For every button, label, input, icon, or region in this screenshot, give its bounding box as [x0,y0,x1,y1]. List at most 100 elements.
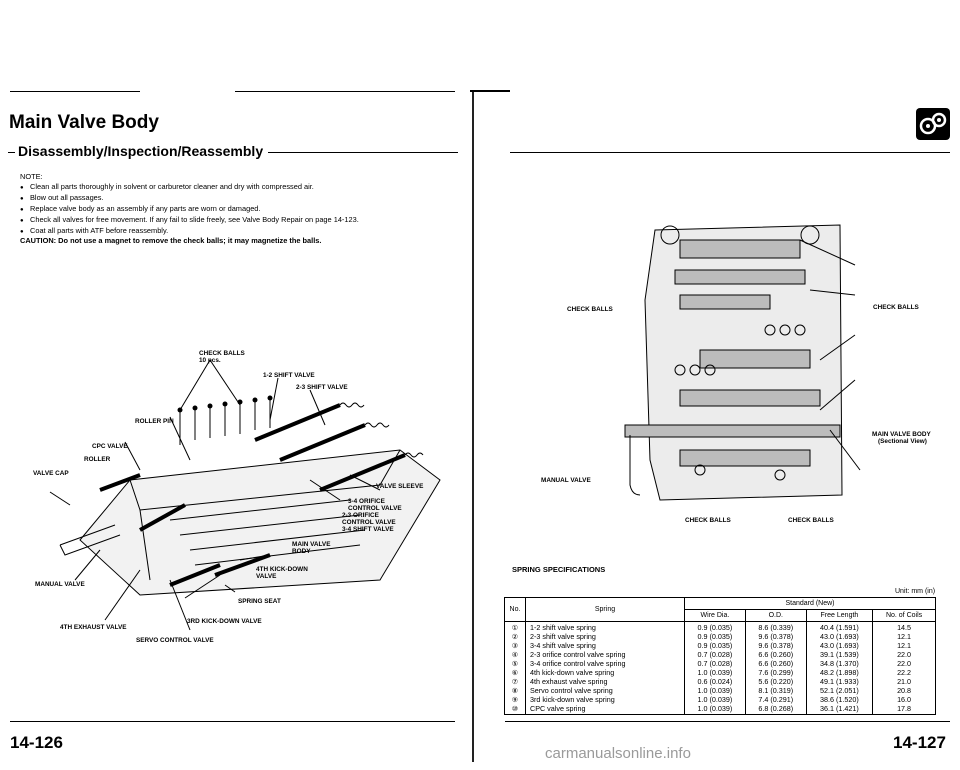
label-main-valve-body: MAIN VALVE BODY [872,431,931,438]
label-2-3-orifice: 2-3 ORIFICE [342,512,379,519]
label-valve-cap: VALVE CAP [33,470,69,477]
no-column: ① ② ③ ④ ⑤ ⑥ ⑦ ⑧ ⑨ ⑩ [504,621,526,715]
coils-value: 12.1 [897,641,912,650]
wire-dia-value: 0.7 (0.028) [697,650,733,659]
label-main-valve: MAIN VALVE [292,541,331,548]
top-rule-left [10,91,140,92]
page-title: Main Valve Body [9,112,159,133]
watermark: carmanualsonline.info [545,745,691,762]
spring-column: 1-2 shift valve spring 2-3 shift valve s… [525,621,685,715]
coils-value: 16.0 [897,695,912,704]
coils-value: 20.8 [897,686,912,695]
left-page-number: 14-126 [10,733,63,752]
od-value: 7.4 (0.291) [758,695,794,704]
row-number: ⑨ [511,695,519,704]
row-number: ⑩ [511,704,519,713]
note-block: NOTE: Clean all parts thoroughly in solv… [20,172,460,237]
label-check-balls-bottom-left: CHECK BALLS [685,517,731,524]
od-value: 9.6 (0.378) [758,641,794,650]
wire-dia-value: 0.9 (0.035) [697,641,733,650]
label-2-3-shift-valve: 2-3 SHIFT VALVE [296,384,348,391]
wire-dia-value: 1.0 (0.039) [697,704,733,713]
od-value: 5.6 (0.220) [758,677,794,686]
label-check-balls-right: CHECK BALLS [873,304,919,311]
label-4th-exhaust-valve: 4TH EXHAUST VALVE [60,624,127,631]
label-check-balls-count: 10 pcs. [199,357,221,364]
label-manual-valve-right: MANUAL VALVE [541,477,591,484]
note-list: Clean all parts thoroughly in solvent or… [20,182,460,237]
spring-name: 2-3 shift valve spring [530,632,596,641]
note-item: Replace valve body as an assembly if any… [30,204,460,215]
subtitle-rule [268,152,458,153]
label-body: BODY [292,548,311,555]
spring-name: 4th exhaust valve spring [530,677,608,686]
note-item: Blow out all passages. [30,193,460,204]
label-valve-sleeve: VALVE SLEEVE [376,483,424,490]
subtitle-rule-lead [8,152,15,153]
free-length-value: 43.0 (1.693) [820,632,859,641]
note-heading: NOTE: [20,172,43,181]
wire-dia-value: 1.0 (0.039) [697,668,733,677]
coils-value: 22.0 [897,659,912,668]
coils-value: 21.0 [897,677,912,686]
spring-name: 3rd kick-down valve spring [530,695,615,704]
top-rule-mid [235,91,455,92]
exploded-valve-body-diagram [49,359,441,631]
od-value: 6.6 (0.260) [758,659,794,668]
label-1-2-shift-valve: 1-2 SHIFT VALVE [263,372,315,379]
header-free-length: Free Length [805,609,874,622]
coils-value: 22.0 [897,650,912,659]
transmission-logo-icon [916,108,950,140]
header-od: O.D. [744,609,807,622]
wire-dia-value: 0.9 (0.035) [697,632,733,641]
label-roller: ROLLER [84,456,111,463]
header-standard: Standard (New) [684,597,936,610]
spring-spec-table: No. Spring Standard (New) Wire Dia. O.D.… [504,597,936,715]
od-value: 7.6 (0.299) [758,668,794,677]
header-wire-dia: Wire Dia. [684,609,746,622]
free-length-value: 34.8 (1.370) [820,659,859,668]
top-rule-right [470,90,510,92]
note-item: Coat all parts with ATF before reassembl… [30,226,460,237]
wire-dia-value: 0.7 (0.028) [697,659,733,668]
caution-text: CAUTION: Do not use a magnet to remove t… [20,236,322,245]
footer-rule-left [10,721,455,722]
free-length-value: 38.6 (1.520) [820,695,859,704]
row-number: ⑤ [511,659,519,668]
spring-name: CPC valve spring [530,704,586,713]
header-spring: Spring [525,597,685,622]
wire-dia-value: 1.0 (0.039) [697,686,733,695]
row-number: ② [511,632,519,641]
table-row: ① ② ③ ④ ⑤ ⑥ ⑦ ⑧ ⑨ ⑩ 1-2 shift valve spri… [504,621,936,715]
label-roller-pin: ROLLER PIN [135,418,174,425]
label-3rd-kick-down-valve: 3RD KICK-DOWN VALVE [187,618,262,625]
label-servo-control-valve: SERVO CONTROL VALVE [136,637,214,644]
label-check-balls: CHECK BALLS [199,350,245,357]
right-page-number: 14-127 [893,733,946,752]
wire-dia-value: 0.6 (0.024) [697,677,733,686]
free-length-value: 43.0 (1.693) [820,641,859,650]
sectional-view-diagram [624,224,861,501]
coils-value: 22.2 [897,668,912,677]
od-value: 8.1 (0.319) [758,686,794,695]
label-check-balls-left: CHECK BALLS [567,306,613,313]
row-number: ③ [511,641,519,650]
coils-value: 14.5 [897,623,912,632]
wire-dia-column: 0.9 (0.035) 0.9 (0.035) 0.9 (0.035) 0.7 … [684,621,746,715]
od-value: 9.6 (0.378) [758,632,794,641]
free-length-value: 40.4 (1.591) [820,623,859,632]
note-item: Clean all parts thoroughly in solvent or… [30,182,460,193]
label-control-valve-b: CONTROL VALVE [342,519,396,526]
label-4th-kick-down: 4TH KICK-DOWN [256,566,308,573]
wire-dia-value: 1.0 (0.039) [697,695,733,704]
spring-name: 4th kick-down valve spring [530,668,615,677]
od-value: 6.6 (0.260) [758,650,794,659]
coils-value: 17.8 [897,704,912,713]
free-length-value: 52.1 (2.051) [820,686,859,695]
spring-name: 3-4 orifice control valve spring [530,659,626,668]
coils-column: 14.5 12.1 12.1 22.0 22.0 22.2 21.0 20.8 … [872,621,936,715]
spring-name: 2-3 orifice control valve spring [530,650,626,659]
free-length-value: 48.2 (1.898) [820,668,859,677]
free-length-value: 49.1 (1.933) [820,677,859,686]
label-cpc-valve: CPC VALVE [92,443,128,450]
